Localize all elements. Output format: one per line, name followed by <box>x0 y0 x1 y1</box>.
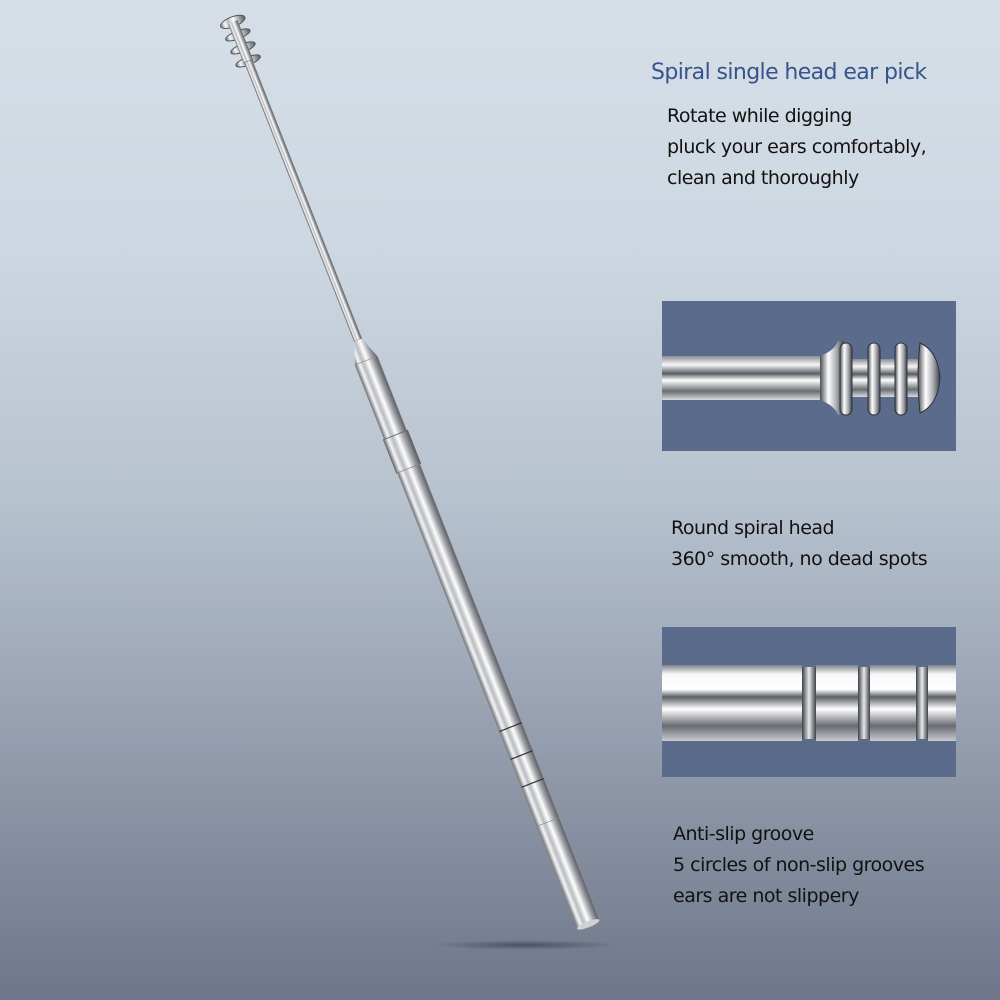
feature-line: Round spiral head <box>671 517 835 539</box>
feature-description-anti-slip: Anti-slip groove 5 circles of non-slip g… <box>673 819 925 912</box>
feature-line: Rotate while digging <box>667 105 852 127</box>
product-title: Spiral single head ear pick <box>651 60 927 85</box>
feature-line: ears are not slippery <box>673 885 859 907</box>
anti-slip-groove-closeup-panel <box>662 627 956 777</box>
spiral-head-closeup-panel <box>662 301 956 451</box>
feature-line: 5 circles of non-slip grooves <box>673 854 925 876</box>
feature-line: pluck your ears comfortably, <box>667 136 927 158</box>
feature-line: Anti-slip groove <box>673 823 814 845</box>
feature-line: 360° smooth, no dead spots <box>671 548 928 570</box>
feature-description-round-head: Round spiral head 360° smooth, no dead s… <box>671 513 928 575</box>
product-shadow <box>430 940 620 950</box>
feature-line: clean and thoroughly <box>667 167 859 189</box>
feature-description-rotate: Rotate while digging pluck your ears com… <box>667 101 927 194</box>
